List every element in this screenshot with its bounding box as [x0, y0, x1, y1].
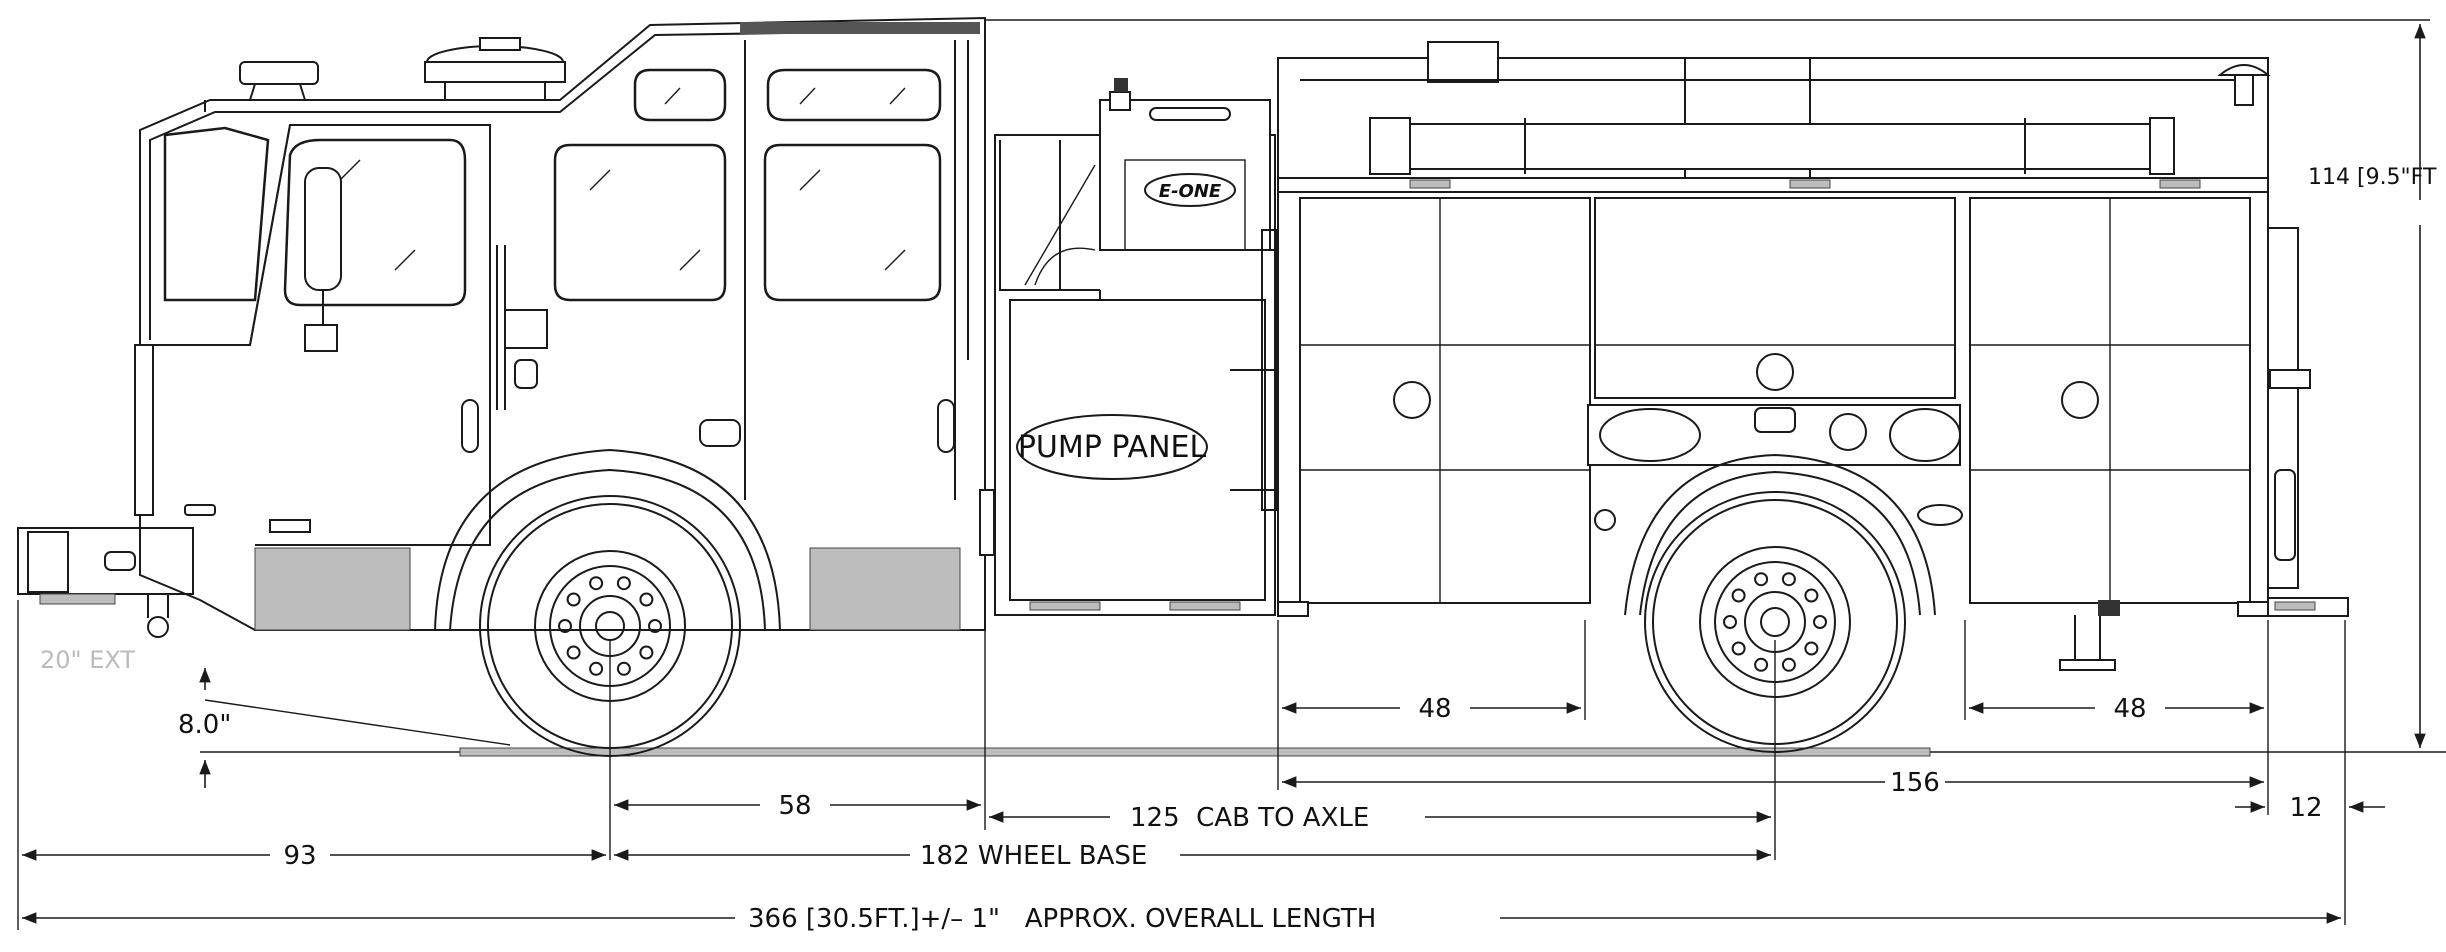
rear-wheel [1624, 453, 1936, 753]
extension-dimension: 20" EXT [40, 646, 135, 674]
pump-panel-label: PUMP PANEL [1018, 430, 1207, 465]
front-wheel-lug-bolt [589, 661, 604, 676]
apparatus-body [1277, 41, 2349, 671]
rear-wheel-lug-bolt [1813, 615, 1827, 629]
front-wheel-lug-bolt [616, 576, 631, 591]
rear-overhang-dimension: 12 [2235, 620, 2385, 925]
front-wheel-lug-bolt [648, 619, 662, 633]
wheel-base-dimension: 182 WHEEL BASE [614, 841, 1771, 871]
rear-wheel-lug-bolt [1754, 657, 1769, 672]
wheel-base-label: 182 WHEEL BASE [920, 841, 1147, 871]
pump-panel-section: E-ONE PUMP PANEL [994, 78, 1278, 616]
rear-wheel-lug-bolt [1804, 641, 1819, 656]
rear-wheel-lug-bolt [1723, 615, 1737, 629]
ground-line [200, 747, 2446, 757]
overall-length-dimension: 366 [30.5FT.]+/– 1" APPROX. OVERALL LENG… [21, 904, 2341, 934]
ground-clearance-dimension: 8.0" [178, 668, 511, 788]
rear-wheel-lug-bolt [1804, 588, 1819, 603]
front-wheel-lug-bolt [639, 645, 654, 660]
compartment-rear-dimension: 48 [1964, 620, 2264, 724]
front-wheel-lug-bolt [566, 645, 581, 660]
compartment-rear-label: 48 [2113, 694, 2146, 724]
rear-wheel-lug-bolt [1754, 572, 1769, 587]
front-axle-to-cab-dimension: 58 [609, 630, 1776, 860]
front-wheel-lug-bolt [589, 576, 604, 591]
overall-height-dimension: 114 [9.5"FT [985, 19, 2437, 748]
compartment-front-dimension: 48 [1277, 620, 1586, 790]
rear-wheel-lug-bolt [1731, 641, 1746, 656]
front-bumper [17, 527, 194, 638]
extension-label: 20" EXT [40, 646, 135, 674]
overall-height-label: 114 [9.5"FT [2308, 165, 2437, 190]
front-wheel-lug-bolt [639, 592, 654, 607]
front-wheel-lug-bolt [558, 619, 572, 633]
front-overhang-dimension: 93 [17, 600, 606, 930]
front-overhang-label: 93 [283, 841, 316, 871]
body-length-dimension: 156 [1282, 620, 2269, 815]
compartment-front-label: 48 [1418, 694, 1451, 724]
cab [134, 16, 995, 631]
ground-clearance-label: 8.0" [178, 710, 231, 740]
cab-to-axle-dimension: 125 CAB TO AXLE [989, 803, 1771, 833]
brand-badge-text: E-ONE [1159, 181, 1222, 202]
rear-wheel-lug-bolt [1731, 588, 1746, 603]
front-wheel [434, 448, 781, 757]
rear-wheel-lug-bolt [1781, 572, 1796, 587]
cab-to-axle-label: 125 CAB TO AXLE [1130, 803, 1369, 833]
body-length-label: 156 [1890, 768, 1940, 798]
front-wheel-lug-bolt [616, 661, 631, 676]
overall-length-label: 366 [30.5FT.]+/– 1" APPROX. OVERALL LENG… [748, 904, 1376, 934]
rear-overhang-label: 12 [2289, 793, 2322, 823]
rear-wheel-lug-bolt [1781, 657, 1796, 672]
front-wheel-lug-bolt [566, 592, 581, 607]
front-axle-to-cab-label: 58 [778, 791, 811, 821]
